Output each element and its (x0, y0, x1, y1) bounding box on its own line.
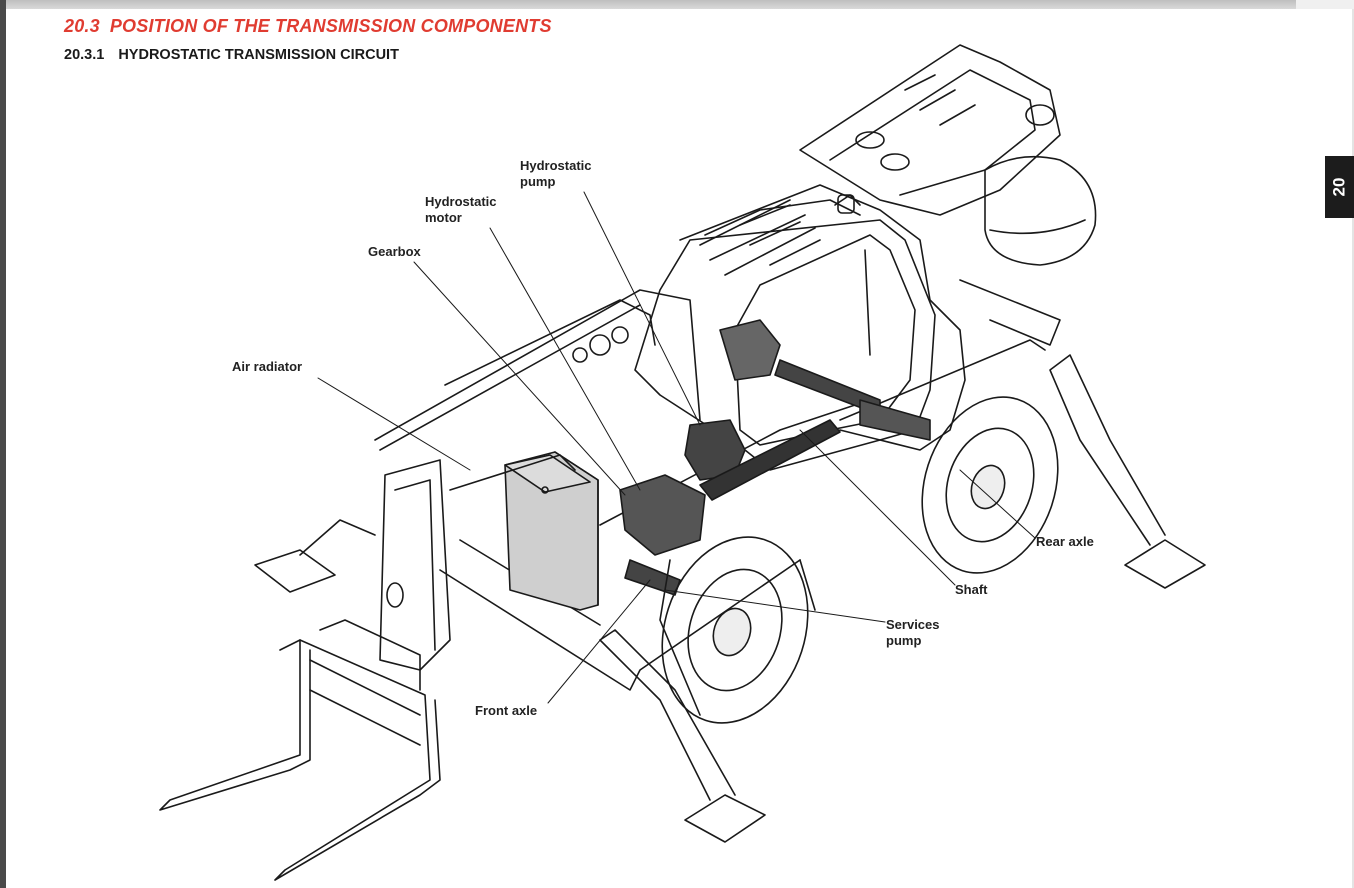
label-hydrostatic-motor-line1: Hydrostatic (425, 194, 497, 209)
label-shaft: Shaft (955, 582, 988, 597)
label-hydrostatic-motor: Hydrostatic motor (425, 194, 497, 226)
left-page-border (0, 0, 6, 888)
label-hydrostatic-pump: Hydrostatic pump (520, 158, 592, 190)
subsection-title: 20.3.1 HYDROSTATIC TRANSMISSION CIRCUIT (64, 47, 399, 63)
label-services-pump: Services pump (886, 617, 940, 649)
top-rule-end (1296, 0, 1354, 9)
top-rule (6, 0, 1296, 9)
label-hydrostatic-pump-line2: pump (520, 174, 556, 189)
section-number: 20.3 (64, 16, 100, 36)
label-hydrostatic-pump-line1: Hydrostatic (520, 158, 592, 173)
rear-wheel (921, 396, 1059, 574)
label-gearbox: Gearbox (368, 244, 421, 259)
section-title: 20.3 POSITION OF THE TRANSMISSION COMPONE… (64, 16, 552, 37)
boom (799, 44, 1097, 266)
air-radiator-part (504, 451, 599, 611)
subsection-title-text: HYDROSTATIC TRANSMISSION CIRCUIT (118, 47, 399, 63)
forks (159, 619, 441, 881)
label-services-pump-line1: Services (886, 617, 940, 632)
front-mast (379, 454, 576, 671)
label-rear-axle: Rear axle (1036, 534, 1094, 549)
chapter-tab[interactable]: 20 (1325, 156, 1354, 218)
leader-lines (317, 191, 1036, 704)
label-air-radiator: Air radiator (232, 359, 303, 374)
right-page-edge (1352, 9, 1354, 888)
section-title-text: POSITION OF THE TRANSMISSION COMPONENTS (109, 16, 552, 36)
subsection-number: 20.3.1 (64, 47, 105, 63)
drivetrain-parts (619, 319, 931, 596)
label-services-pump-line2: pump (886, 633, 922, 648)
label-hydrostatic-motor-line2: motor (425, 210, 462, 225)
label-front-axle: Front axle (475, 703, 538, 718)
front-wheel (659, 536, 816, 724)
stabilizers (254, 354, 1206, 843)
